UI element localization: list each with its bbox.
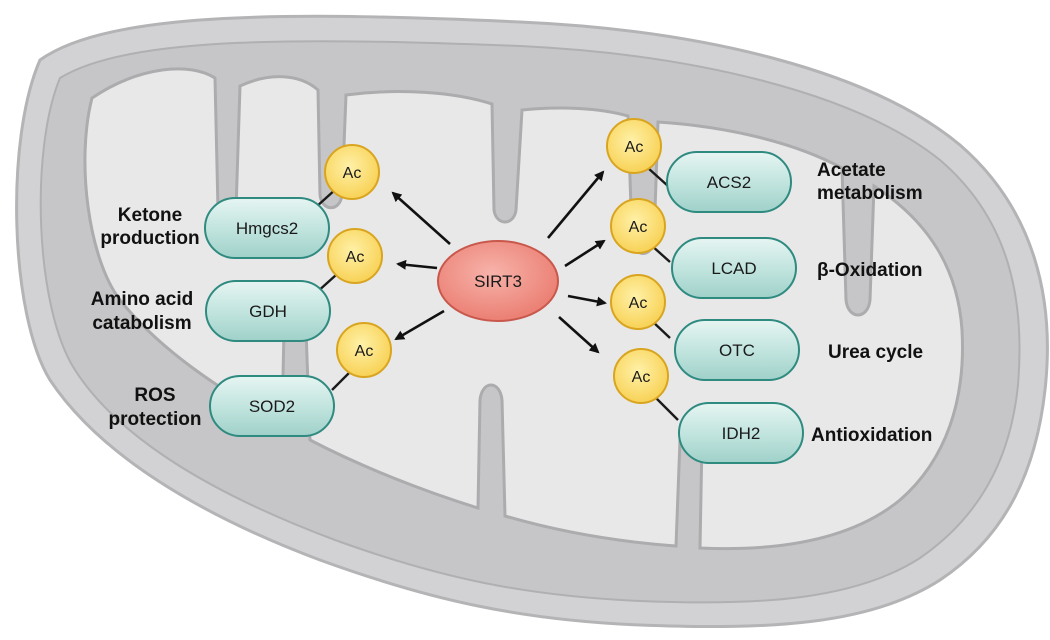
process-label-amino-2: catabolism <box>92 313 191 334</box>
ac-circle-idh2: Ac <box>613 348 669 404</box>
right-process-labels: Acetate metabolism β-Oxidation Urea cycl… <box>811 160 932 446</box>
protein-label: LCAD <box>711 259 756 278</box>
protein-label: OTC <box>719 341 755 360</box>
protein-label: GDH <box>249 302 287 321</box>
ac-circle-acs2: Ac <box>606 118 662 174</box>
protein-sod2: SOD2 <box>209 375 335 437</box>
ac-label: Ac <box>632 369 651 386</box>
process-label-urea-cycle: Urea cycle <box>828 342 923 363</box>
protein-lcad: LCAD <box>671 237 797 299</box>
process-label-amino-1: Amino acid <box>91 289 193 310</box>
process-label-acetate-1: Acetate <box>817 160 886 181</box>
ac-circle-otc: Ac <box>610 274 666 330</box>
process-label-antioxidation: Antioxidation <box>811 425 932 446</box>
process-label-ketone-1: Ketone <box>118 205 182 226</box>
ac-label: Ac <box>629 295 648 312</box>
protein-acs2: ACS2 <box>666 151 792 213</box>
process-label-ketone-2: production <box>100 228 199 249</box>
sirt3-node: SIRT3 <box>437 240 559 322</box>
process-label-acetate-2: metabolism <box>817 183 923 204</box>
ac-circle-gdh: Ac <box>327 228 383 284</box>
sirt3-arrows <box>391 170 607 354</box>
ac-label: Ac <box>625 139 644 156</box>
protein-label: ACS2 <box>707 173 751 192</box>
protein-otc: OTC <box>674 319 800 381</box>
process-label-beta-oxidation: β-Oxidation <box>817 260 923 281</box>
protein-label: IDH2 <box>722 424 761 443</box>
protein-gdh: GDH <box>205 280 331 342</box>
ac-circle-hmgcs2: Ac <box>324 144 380 200</box>
ac-circle-lcad: Ac <box>610 198 666 254</box>
process-label-ros-2: protection <box>109 409 202 430</box>
sirt3-label: SIRT3 <box>474 272 522 291</box>
ac-label: Ac <box>343 165 362 182</box>
left-process-labels: Ketone production Amino acid catabolism … <box>91 205 202 430</box>
ac-label: Ac <box>355 343 374 360</box>
protein-label: Hmgcs2 <box>236 219 298 238</box>
ac-label: Ac <box>629 219 648 236</box>
ac-circle-sod2: Ac <box>336 322 392 378</box>
protein-label: SOD2 <box>249 397 295 416</box>
protein-hmgcs2: Hmgcs2 <box>204 197 330 259</box>
protein-idh2: IDH2 <box>678 402 804 464</box>
process-label-ros-1: ROS <box>134 385 175 406</box>
ac-label: Ac <box>346 249 365 266</box>
